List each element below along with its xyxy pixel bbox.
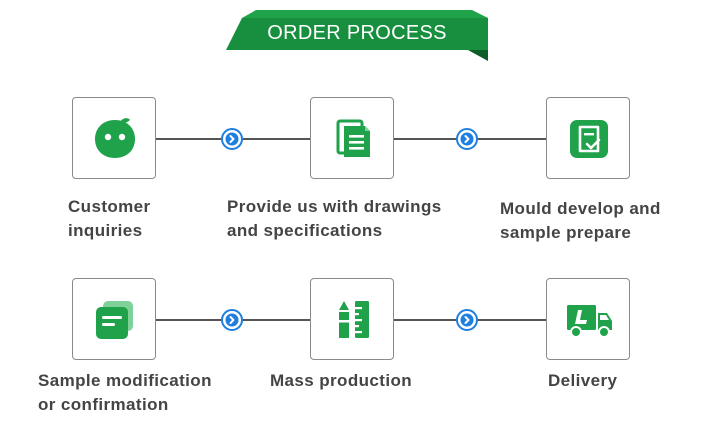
documents-icon: [336, 119, 370, 157]
next-arrow-icon: [221, 128, 243, 150]
banner-ribbon: [226, 10, 488, 61]
next-arrow-icon: [456, 128, 478, 150]
pencil-ruler-icon: [339, 301, 369, 338]
title-banner: ORDER PROCESS: [226, 8, 488, 62]
step-2-label: Provide us with drawings and specificati…: [227, 197, 442, 240]
step-1-box: [72, 97, 156, 179]
step-5-box: [310, 278, 394, 360]
page-title: ORDER PROCESS: [267, 22, 447, 44]
message-cards-icon: [96, 301, 133, 339]
step-2-box: [310, 97, 394, 179]
checked-document-icon: [570, 120, 608, 158]
next-arrow-icon: [221, 309, 243, 331]
step-3-label: Mould develop and sample prepare: [500, 199, 661, 242]
face-icon: [95, 118, 135, 158]
step-4-label: Sample modification or confirmation: [38, 371, 212, 414]
next-arrow-icon: [456, 309, 478, 331]
delivery-truck-icon: [567, 305, 612, 338]
step-6-label: Delivery: [548, 371, 618, 390]
step-1-label: Customer inquiries: [68, 197, 151, 240]
step-6-box: [546, 278, 630, 360]
step-5-label: Mass production: [270, 371, 413, 390]
step-4-box: [72, 278, 156, 360]
step-3-box: [546, 97, 630, 179]
